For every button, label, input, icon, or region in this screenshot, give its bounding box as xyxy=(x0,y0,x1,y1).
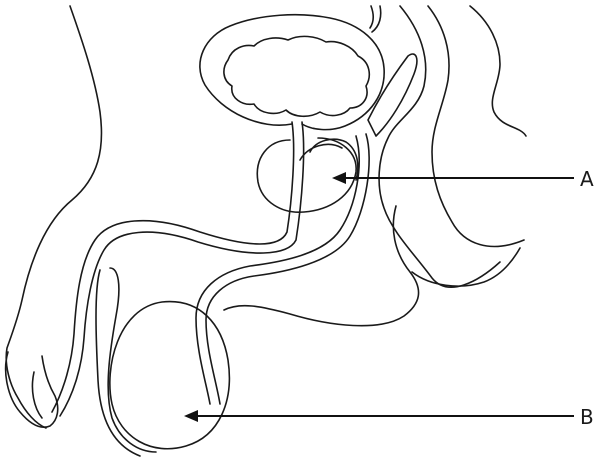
lower-pelvic-contour xyxy=(412,248,520,286)
label-a: A xyxy=(580,167,594,191)
label-b: B xyxy=(580,405,594,429)
seminal-vesicle xyxy=(368,54,417,136)
bladder-inner-lining xyxy=(224,36,369,116)
bladder-outer-wall xyxy=(200,15,384,130)
sacral-contour xyxy=(470,6,526,136)
arrowhead-b xyxy=(184,410,198,422)
ureter xyxy=(370,6,381,32)
vas-deferens-loop xyxy=(300,139,358,180)
testis-outline xyxy=(110,302,229,449)
body-front-contour xyxy=(6,6,101,428)
epididymis xyxy=(96,268,156,456)
glans-inner-fold xyxy=(32,372,42,418)
arrowhead-a xyxy=(332,172,346,184)
vas-deferens-inner xyxy=(196,136,359,404)
